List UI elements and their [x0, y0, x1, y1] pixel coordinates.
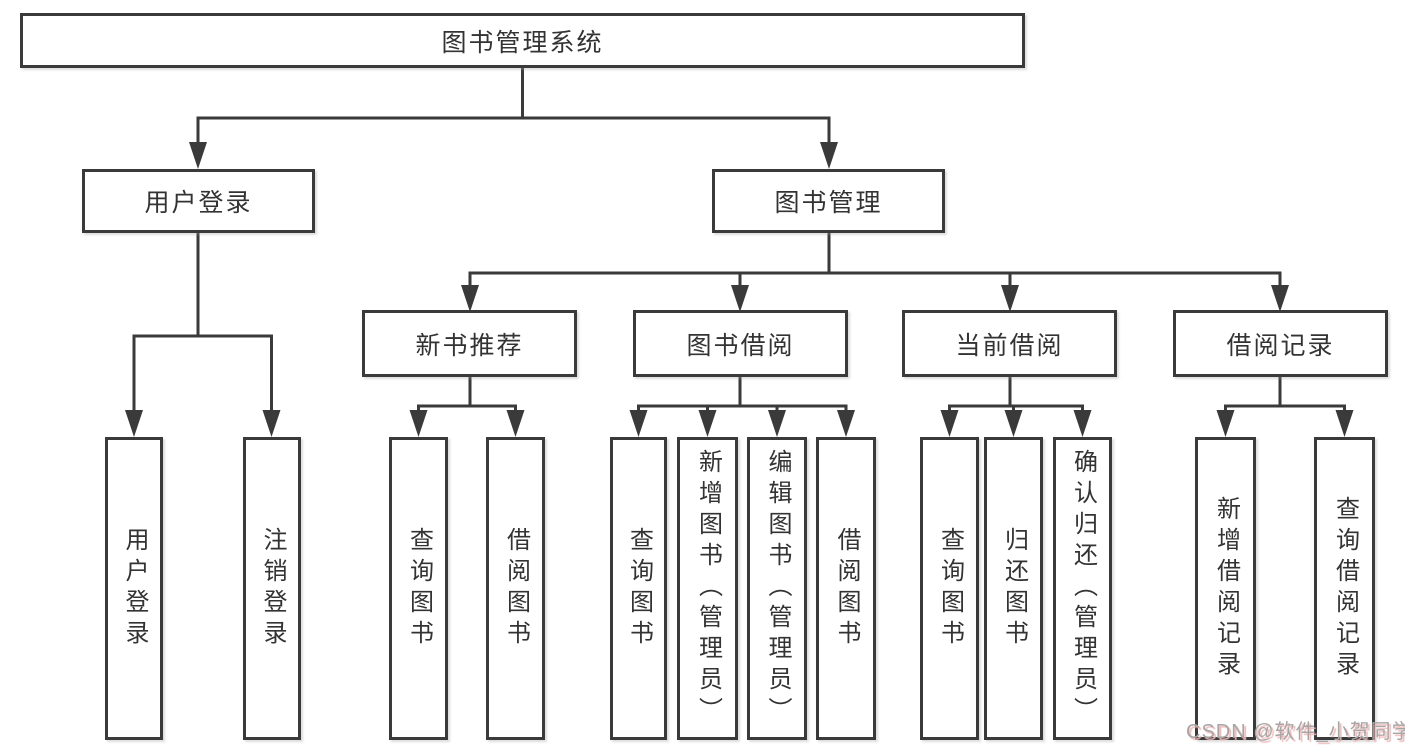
node-book-borrow: 图书借阅 — [633, 310, 848, 377]
leaf-return-book: 归还图书 — [984, 437, 1043, 740]
node-borrow-records: 借阅记录 — [1173, 310, 1388, 377]
leaf-user-login: 用户登录 — [105, 437, 163, 740]
csdn-watermark: CSDN @软件_小贺同学 — [1186, 721, 1405, 743]
leaf-add-book-admin: 新增图书（管理员） — [677, 437, 738, 740]
leaf-edit-book-admin: 编辑图书（管理员） — [747, 437, 807, 740]
tree-edges — [132, 66, 1346, 414]
leaf-confirm-return-admin: 确认归还（管理员） — [1053, 437, 1112, 740]
node-current-borrow: 当前借阅 — [902, 310, 1117, 377]
node-book-management: 图书管理 — [712, 169, 945, 233]
leaf-query-books-borrow: 查询图书 — [610, 437, 667, 740]
node-user-login: 用户登录 — [82, 169, 315, 233]
leaf-query-books-recommend: 查询图书 — [389, 437, 448, 740]
leaf-logout: 注销登录 — [243, 437, 301, 740]
node-root-system: 图书管理系统 — [20, 13, 1025, 68]
node-new-book-recommend: 新书推荐 — [362, 310, 577, 377]
leaf-borrow-books-recommend: 借阅图书 — [486, 437, 545, 740]
arrow-down-icons — [125, 142, 1354, 437]
leaf-borrow-books: 借阅图书 — [816, 437, 876, 740]
leaf-query-books-current: 查询图书 — [920, 437, 979, 740]
leaf-query-borrow-record: 查询借阅记录 — [1314, 437, 1375, 740]
leaf-add-borrow-record: 新增借阅记录 — [1195, 437, 1256, 740]
